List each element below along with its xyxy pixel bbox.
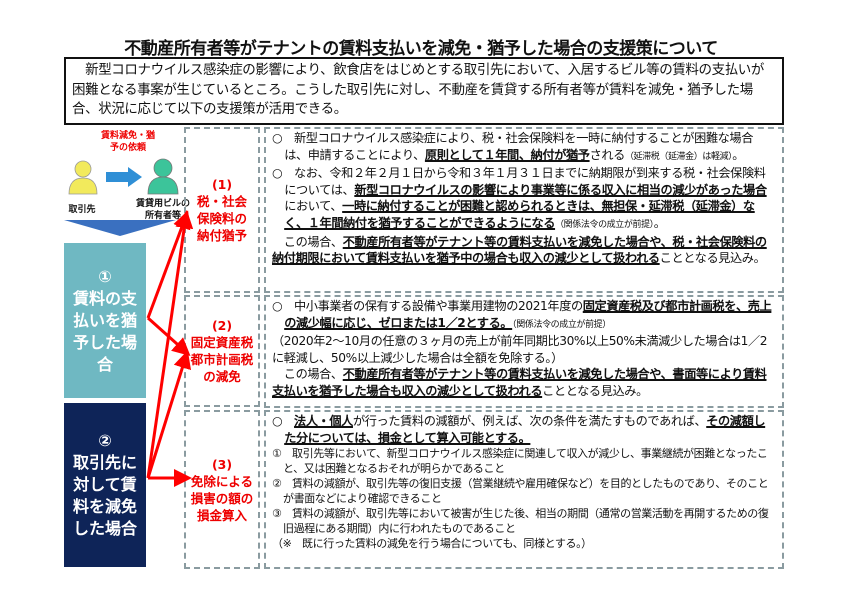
detail-text: ② 賃料の減額が、取引先等の復旧支援（営業継続や雇用確保など）を目的としたもので…: [272, 477, 769, 506]
detail-box-1: ○ 新型コロナウイルス感染症により、税・社会保険料を一時に納付することが困難な場…: [264, 127, 784, 293]
emphasis-text: 不動産所有者等がテナント等の賃料支払いを減免した場合や、税・社会保険料の納付期限…: [272, 234, 767, 266]
emphasis-text: 不動産所有者等がテナント等の賃料支払いを減免した場合や、書面等により賃料支払いを…: [272, 367, 767, 398]
detail-paragraph: ○ 中小事業者の保有する設備や事業用建物の2021年度の固定資産税及び都市計画税…: [272, 298, 776, 333]
case-reduce-rent: ② 取引先に対して賃料を減免した場合: [64, 403, 146, 567]
detail-paragraph: ③ 賃料の減額が、取引先等において被害が生じた後、相当の期間（通常の営業活動を再…: [272, 506, 776, 536]
measure-number: (3): [211, 456, 233, 472]
note-text: （関係法令の成立が前提）: [512, 319, 611, 330]
measure-number: (1): [211, 177, 233, 192]
detail-text: ○ なお、令和２年２月１日から令和３年１月３１日までに納期限が到来する税・社会保…: [272, 166, 766, 197]
measure-number: (2): [211, 318, 233, 333]
detail-paragraph: （※ 既に行った賃料の減免を行う場合についても、同様とする。）: [272, 536, 776, 551]
detail-paragraph: この場合、不動産所有者等がテナント等の賃料支払いを減免した場合や、書面等により賃…: [272, 366, 776, 399]
emphasis-text: その減額した分については、損金として算入可能とする。: [284, 414, 766, 445]
emphasis-text: 新型コロナウイルスの影響により事業等に係る収入に相当の減少があった場合: [354, 182, 767, 197]
detail-text: 。: [653, 215, 666, 230]
detail-box-3: ○ 法人・個人が行った賃料の減額が、例えば、次の条件を満たすものであれば、その減…: [264, 410, 784, 569]
arrow-case2-to-measure1: [146, 210, 194, 479]
case-number: ②: [98, 431, 112, 450]
detail-paragraph: ○ なお、令和２年２月１日から令和３年１月３１日までに納期限が到来する税・社会保…: [272, 165, 776, 233]
detail-text: こととなる見込み。: [659, 251, 766, 266]
detail-paragraph: （2020年2～10月の任意の３ヶ月の売上が前年同期比30%以上50%未満減少し…: [272, 333, 776, 366]
note-text: （関係法令の成立が前提）: [555, 219, 654, 230]
request-arrow-icon: [106, 167, 142, 187]
detail-text: が行った賃料の減額が、例えば、次の条件を満たすものであれば、: [352, 414, 707, 428]
detail-text: ③ 賃料の減額が、取引先等において被害が生じた後、相当の期間（通常の営業活動を再…: [272, 507, 769, 536]
measure-property-tax: (2) 固定資産税都市計画税の減免: [184, 295, 260, 407]
emphasis-text: 法人・個人: [294, 414, 353, 428]
page-title: 不動産所有者等がテナントの賃料支払いを減免・猶予した場合の支援策について: [124, 39, 718, 59]
measure-label: 免除による損害の額の損金算入: [190, 473, 254, 523]
detail-paragraph: ○ 法人・個人が行った賃料の減額が、例えば、次の条件を満たすものであれば、その減…: [272, 413, 776, 446]
request-label: 賃料減免・猶予の依頼: [100, 131, 155, 153]
detail-text: （2020年2～10月の任意の３ヶ月の売上が前年同期比30%以上50%未満減少し…: [272, 334, 768, 365]
case-number: ①: [98, 266, 112, 286]
note-text: （延滞税（延滞金）は軽減）: [624, 151, 733, 162]
detail-paragraph: ② 賃料の減額が、取引先等の復旧支援（営業継続や雇用確保など）を目的としたもので…: [272, 476, 776, 506]
emphasis-text: 一時に納付することが困難と認められるときは、無担保・延滞税（延滞金）なく、１年間…: [284, 199, 755, 230]
emphasis-text: 固定資産税及び都市計画税を、売上の減少幅に応じ、ゼロまたは1／2とする。: [284, 299, 772, 330]
detail-box-2: ○ 中小事業者の保有する設備や事業用建物の2021年度の固定資産税及び都市計画税…: [264, 295, 784, 408]
case-defer-rent: ① 賃料の支払いを猶予した場合: [64, 243, 146, 398]
detail-text: この場合、: [272, 367, 343, 382]
detail-text: 。: [732, 147, 745, 162]
detail-text: ○ 新型コロナウイルス感染症により、税・社会保険料を一時に納付することが困難な場…: [272, 131, 754, 162]
measure-label: 税・社会保険料の納付猶予: [196, 194, 247, 243]
detail-text: ① 取引先等において、新型コロナウイルス感染症に関連して収入が減少し、事業継続が…: [272, 447, 768, 476]
detail-paragraph: この場合、不動産所有者等がテナント等の賃料支払いを減免した場合や、税・社会保険料…: [272, 234, 776, 267]
detail-text: される: [589, 147, 626, 162]
detail-text: こととなる見込み。: [542, 383, 648, 398]
arrow-case1-to-measure2: [146, 316, 191, 357]
case-label: 賃料の支払いを猶予した場合: [72, 288, 137, 374]
measure-tax-deferral: (1) 税・社会保険料の納付猶予: [184, 127, 260, 293]
down-arrow-icon: [64, 220, 176, 236]
measure-loss-deduction: (3) 免除による損害の額の損金算入: [184, 410, 260, 569]
emphasis-text: 原則として１年間、納付が猶予: [424, 147, 590, 162]
intro-box: 新型コロナウイルス感染症の影響により、飲食店をはじめとする取引先において、入居す…: [64, 57, 784, 125]
detail-paragraph: ○ 新型コロナウイルス感染症により、税・社会保険料を一時に納付することが困難な場…: [272, 130, 776, 165]
detail-text: ○: [272, 414, 295, 428]
measure-label: 固定資産税都市計画税の減免: [190, 335, 254, 384]
detail-text: （※ 既に行った賃料の減免を行う場合についても、同様とする。）: [272, 537, 592, 551]
tenant-label: 取引先: [68, 205, 96, 215]
arrow-case2-to-measure2: [146, 350, 192, 479]
detail-text: この場合、: [272, 234, 343, 249]
detail-text: ○ 中小事業者の保有する設備や事業用建物の2021年度の: [272, 299, 583, 313]
tenant-person-icon: [68, 160, 98, 195]
detail-text: において、: [284, 199, 343, 214]
case-label: 取引先に対して賃料を減免した場合: [72, 453, 137, 538]
detail-paragraph: ① 取引先等において、新型コロナウイルス感染症に関連して収入が減少し、事業継続が…: [272, 446, 776, 476]
owner-person-icon: [147, 158, 179, 195]
